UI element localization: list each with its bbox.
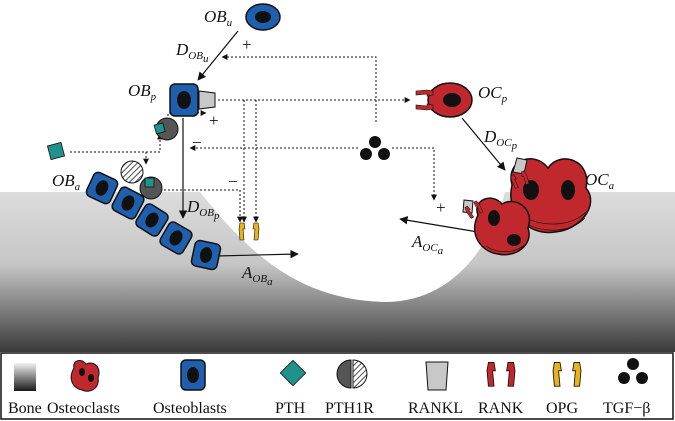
osteoclast-active-large [509, 157, 592, 234]
pth1r-on-ob-a [120, 160, 163, 200]
legend-pth-icon [279, 359, 307, 387]
dotted-tgf-to-d-obu [221, 54, 377, 122]
label-oc-p: OCp [478, 83, 508, 105]
dotted-pth-to-pth1r-top [146, 133, 163, 153]
legend-opg-label: OPG [546, 400, 578, 417]
label-a-oca: AOCa [411, 232, 444, 257]
rankl-on-ob-p [198, 90, 216, 110]
legend-pth1r-icon [336, 359, 368, 389]
legend: Bone Osteoclasts Osteoblasts PTH PTH1R R… [0, 352, 674, 420]
legend-osteoblast-icon [180, 359, 206, 391]
dotted-ob-a-to-opg [160, 189, 243, 223]
label-ob-p: OBp [128, 81, 157, 103]
sign-minus-opg: − [228, 172, 238, 191]
legend-bone-label: Bone [8, 400, 42, 417]
arrow-oc-a-apoptosis [399, 216, 479, 233]
legend-tgf-beta-label: TGF−β [603, 400, 650, 417]
osteoclast-active-small [462, 197, 531, 256]
label-ob-a: OBa [52, 171, 81, 193]
legend-bone-swatch [14, 363, 36, 391]
sign-minus-ob-p: − [192, 133, 202, 152]
arrow-ob-a-apoptosis [215, 249, 299, 259]
sign-plus-oc-a: + [436, 198, 446, 217]
arrow-ob-u-to-ob-p [197, 30, 239, 81]
label-oc-a: OCa [585, 170, 615, 192]
tgf-beta-cluster [360, 136, 390, 160]
legend-rankl-icon [425, 361, 449, 391]
pth-free [46, 141, 66, 161]
osteoblast-uncommitted [245, 3, 281, 31]
legend-pth-label: PTH [275, 400, 306, 417]
legend-rank-label: RANK [478, 400, 524, 417]
sign-plus-ob-p: + [209, 111, 219, 130]
legend-osteoclast-icon [70, 360, 100, 392]
label-ob-u: OBu [204, 7, 233, 29]
legend-osteoblasts-label: Osteoblasts [153, 400, 227, 417]
label-d-obp: DOBp [186, 197, 220, 222]
osteoblast-precursor [169, 83, 199, 117]
legend-rankl-label: RANKL [408, 400, 463, 417]
legend-tgf-beta-icon [618, 358, 648, 384]
dotted-tgf-to-a-oca [392, 147, 437, 201]
opg-molecule [238, 222, 260, 241]
label-d-ocp: DOCp [483, 127, 518, 152]
pth1r-on-ob-p [153, 117, 179, 141]
legend-osteoclasts-label: Osteoclasts [47, 400, 120, 417]
osteoclast-precursor [427, 82, 473, 118]
arrow-oc-p-to-oc-a [461, 117, 506, 171]
sign-plus-d-obu: + [242, 35, 252, 54]
label-a-oba: AOBa [241, 263, 273, 288]
label-d-obu: DOBu [175, 40, 209, 65]
legend-pth1r-label: PTH1R [325, 400, 374, 417]
legend-box [0, 352, 674, 420]
